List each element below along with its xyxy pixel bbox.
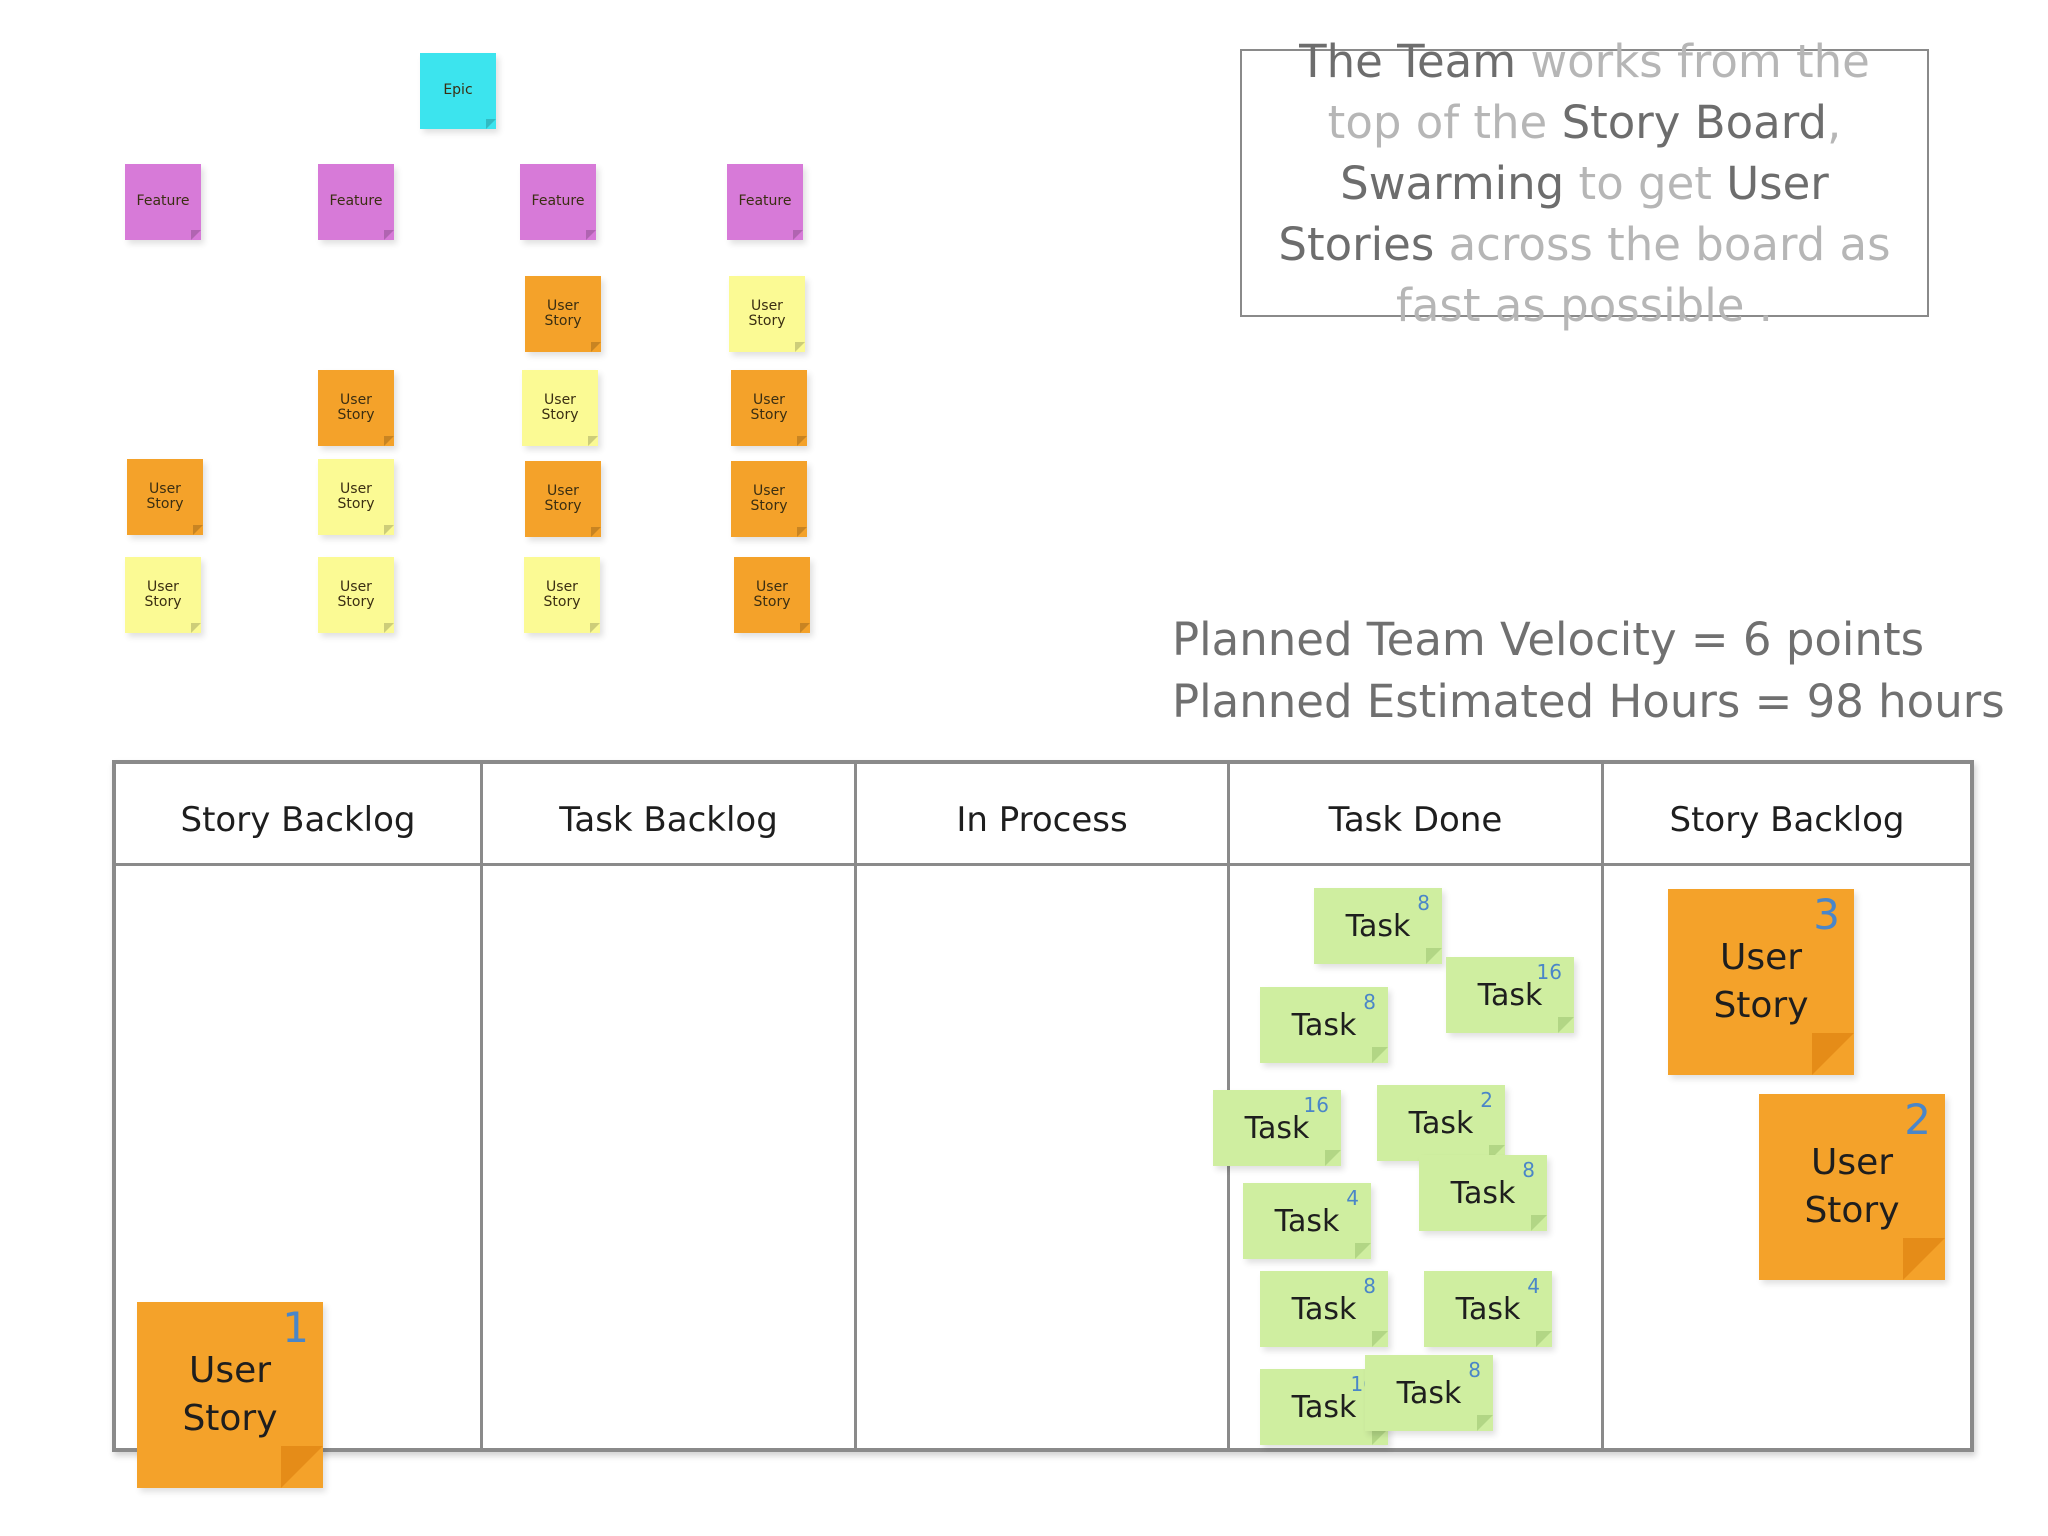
story-label: Story	[1804, 1190, 1900, 1231]
story-points: 3	[1813, 890, 1840, 939]
feature-note: Feature	[125, 164, 201, 240]
task-hours: 8	[1363, 1274, 1376, 1298]
user-story-note: User Story	[522, 370, 598, 446]
user-story-note: User Story	[731, 461, 807, 537]
task-label: Task	[1408, 1105, 1474, 1141]
user-story-note: User Story	[318, 370, 394, 446]
user-story-note: User Story	[729, 276, 805, 352]
user-story-note: User Story	[127, 459, 203, 535]
feature-note: Feature	[520, 164, 596, 240]
user-story-note: User Story	[318, 557, 394, 633]
user-story-note: User Story	[318, 459, 394, 535]
story-label: Story	[182, 1398, 278, 1439]
task-hours: 8	[1522, 1158, 1535, 1182]
user-story-note: User Story	[525, 461, 601, 537]
task-label: Task	[1455, 1291, 1521, 1327]
callout-emphasis: User Stories	[1278, 156, 1829, 271]
user-story-card[interactable]: 1 User Story	[137, 1302, 323, 1488]
column-divider	[854, 764, 857, 1448]
callout-text: The Team works from the top of the Story…	[1258, 31, 1911, 336]
column-header-in-process: In Process	[956, 800, 1128, 840]
callout-emphasis: Swarming	[1340, 156, 1565, 210]
task-hours: 4	[1346, 1186, 1359, 1210]
task-hours: 8	[1363, 990, 1376, 1014]
task-hours: 8	[1417, 891, 1430, 915]
column-header-task-backlog: Task Backlog	[559, 800, 778, 840]
callout-text-part: works from the top of the	[1327, 34, 1870, 149]
callout-emphasis: The Team	[1299, 34, 1517, 88]
user-story-note: User Story	[125, 557, 201, 633]
task-hours: 4	[1527, 1274, 1540, 1298]
user-story-note: User Story	[731, 370, 807, 446]
feature-note: Feature	[318, 164, 394, 240]
user-story-card[interactable]: 3 User Story	[1668, 889, 1854, 1075]
planned-hours: Planned Estimated Hours = 98 hours	[1172, 675, 2005, 728]
task-label: Task	[1274, 1203, 1340, 1239]
task-label: Task	[1345, 908, 1411, 944]
column-header-story-backlog: Story Backlog	[180, 800, 416, 840]
task-label: Task	[1450, 1175, 1516, 1211]
header-divider	[116, 863, 1970, 866]
callout-text-part: across the board as fast as possible .	[1396, 217, 1891, 332]
callout-emphasis: Story Board	[1561, 95, 1827, 149]
story-board: Story Backlog Task Backlog In Process Ta…	[112, 760, 1974, 1452]
task-hours: 8	[1468, 1358, 1481, 1382]
user-story-card[interactable]: 2 User Story	[1759, 1094, 1945, 1280]
story-label: User	[188, 1350, 272, 1391]
epic-note: Epic	[420, 53, 496, 129]
callout-text-part: to get	[1564, 156, 1727, 210]
callout-text-part: ,	[1827, 95, 1842, 149]
user-story-note: User Story	[734, 557, 810, 633]
task-label: Task	[1291, 1007, 1357, 1043]
swarming-callout: The Team works from the top of the Story…	[1240, 35, 1929, 332]
column-header-story-done: Story Backlog	[1669, 800, 1905, 840]
task-label: Task	[1396, 1375, 1462, 1411]
story-points: 1	[282, 1303, 309, 1352]
planned-velocity: Planned Team Velocity = 6 points	[1172, 613, 1925, 666]
task-label: Task	[1477, 977, 1543, 1013]
story-label: User	[1719, 937, 1803, 978]
column-header-task-done: Task Done	[1328, 800, 1503, 840]
feature-note: Feature	[727, 164, 803, 240]
column-divider	[480, 764, 483, 1448]
task-label: Task	[1244, 1110, 1310, 1146]
story-label: User	[1810, 1142, 1894, 1183]
user-story-note: User Story	[525, 276, 601, 352]
user-story-note: User Story	[524, 557, 600, 633]
task-label: Task	[1291, 1291, 1357, 1327]
column-divider	[1601, 764, 1604, 1448]
task-hours: 2	[1480, 1088, 1493, 1112]
story-label: Story	[1713, 985, 1809, 1026]
task-label: Task	[1291, 1389, 1357, 1425]
task-hours: 16	[1536, 960, 1562, 984]
story-points: 2	[1904, 1095, 1931, 1144]
task-hours: 16	[1303, 1093, 1329, 1117]
